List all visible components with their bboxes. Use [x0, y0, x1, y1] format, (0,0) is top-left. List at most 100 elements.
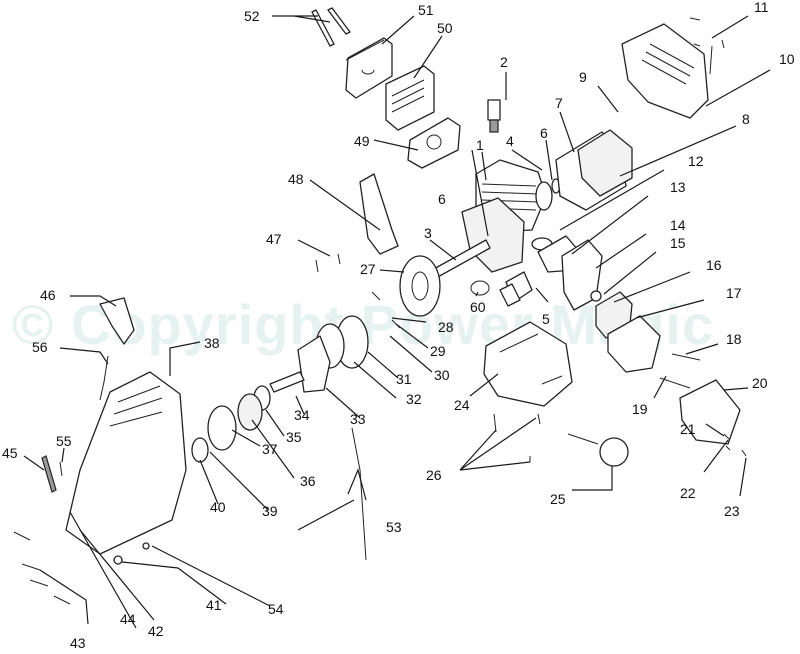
callout-38: 38 [204, 335, 220, 351]
callout-1: 1 [476, 137, 484, 153]
callout-24: 24 [454, 397, 470, 413]
air-box [607, 315, 661, 373]
callout-56: 56 [32, 339, 48, 355]
callout-48: 48 [288, 171, 304, 187]
callout-20: 20 [752, 375, 768, 391]
callout-36: 36 [300, 473, 316, 489]
clutch-housing [65, 371, 187, 555]
nut-41 [113, 555, 123, 565]
nut-54 [142, 542, 150, 550]
muffler-cover [621, 23, 709, 119]
callout-32: 32 [406, 391, 422, 407]
callout-6b: 6 [438, 191, 446, 207]
callout-33: 33 [350, 411, 366, 427]
housing-fins [109, 385, 163, 427]
clutch-drum [207, 405, 237, 451]
air-filter [385, 65, 435, 131]
callout-6a: 6 [540, 125, 548, 141]
primer-bulb [599, 437, 629, 467]
callout-42: 42 [148, 623, 164, 639]
callout-35: 35 [286, 429, 302, 445]
callout-60: 60 [470, 299, 486, 315]
callout-29: 29 [430, 343, 446, 359]
callout-47: 47 [266, 231, 282, 247]
bolts-18-19 [659, 353, 701, 389]
filter-base-plate [407, 117, 461, 169]
callout-9: 9 [579, 69, 587, 85]
screw-55 [59, 461, 63, 477]
callout-30: 30 [434, 367, 450, 383]
fuel-tank-detail [499, 333, 563, 385]
callout-16: 16 [706, 257, 722, 273]
screws-21-23 [723, 433, 747, 457]
callout-3: 3 [424, 225, 432, 241]
callout-25: 25 [550, 491, 566, 507]
callout-39: 39 [262, 503, 278, 519]
fuel-tank [483, 321, 573, 407]
callout-51: 51 [418, 2, 434, 18]
callout-53: 53 [386, 519, 402, 535]
filter-cover [679, 379, 741, 445]
callout-14: 14 [670, 217, 686, 233]
callout-50: 50 [437, 20, 453, 36]
screw-45 [41, 455, 57, 493]
fuel-line [567, 433, 599, 445]
coil-screws [315, 253, 341, 273]
callout-44: 44 [120, 611, 136, 627]
air-filter-cover [345, 37, 393, 99]
callout-40: 40 [210, 499, 226, 515]
ignition-coil [359, 173, 399, 255]
muffler [577, 129, 633, 197]
callout-41: 41 [206, 597, 222, 613]
tank-screws [493, 413, 541, 462]
callout-28: 28 [438, 319, 454, 335]
callout-8: 8 [742, 111, 750, 127]
screws-52 [311, 7, 351, 47]
callout-21: 21 [680, 421, 696, 437]
callout-27: 27 [360, 261, 376, 277]
callout-54: 54 [268, 601, 284, 617]
piston [499, 271, 533, 307]
callout-11: 11 [754, 0, 769, 15]
callout-15: 15 [670, 235, 686, 251]
flywheel [399, 255, 441, 317]
bracket [99, 297, 135, 345]
callout-18: 18 [726, 331, 742, 347]
callout-22: 22 [680, 485, 696, 501]
screws-11 [689, 17, 725, 75]
callout-26: 26 [426, 467, 442, 483]
gasket-16 [590, 290, 602, 302]
callout-5: 5 [542, 311, 550, 327]
circlip [470, 280, 490, 296]
callout-43: 43 [70, 635, 86, 651]
callout-2: 2 [500, 54, 508, 70]
callout-17: 17 [726, 285, 742, 301]
callout-31: 31 [396, 371, 412, 387]
clutch [237, 393, 263, 431]
callout-23: 23 [724, 503, 740, 519]
callout-49: 49 [354, 133, 370, 149]
callout-45: 45 [2, 445, 18, 461]
callout-46: 46 [40, 287, 56, 303]
ground-wire [99, 355, 109, 401]
spark-plug [487, 99, 501, 133]
starter-housing [297, 335, 331, 393]
callout-4: 4 [506, 133, 514, 149]
callout-7: 7 [555, 95, 563, 111]
callout-55: 55 [56, 433, 72, 449]
housing-screws [13, 531, 71, 605]
throttle-cable [351, 427, 367, 561]
callout-12: 12 [688, 153, 704, 169]
callout-19: 19 [632, 401, 648, 417]
exhaust-gasket [535, 178, 561, 211]
shaft [269, 371, 305, 393]
callout-52: 52 [244, 8, 260, 24]
callout-37: 37 [262, 441, 278, 457]
callout-10: 10 [779, 51, 795, 67]
bearing [191, 437, 209, 463]
leader-lines [23, 15, 771, 629]
callout-13: 13 [670, 179, 686, 195]
